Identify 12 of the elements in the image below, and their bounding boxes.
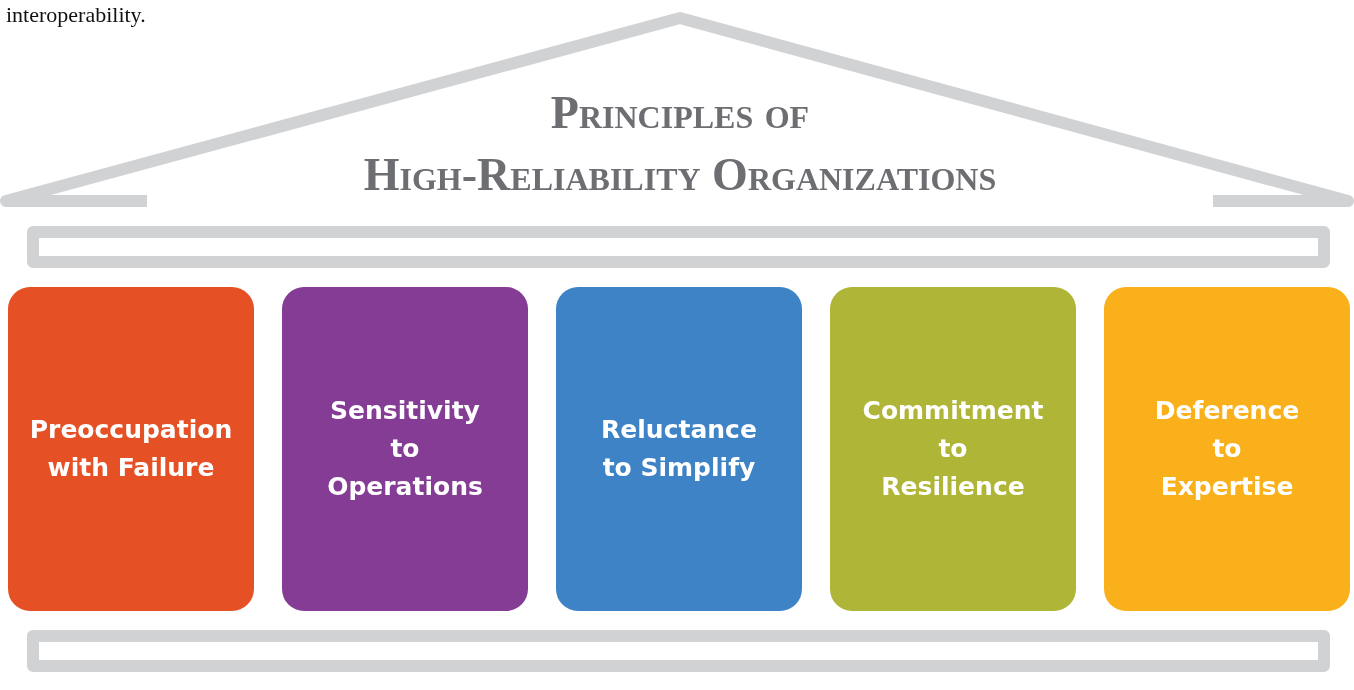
pillar-box bbox=[1104, 287, 1350, 611]
pillar-label: Preoccupation with Failure bbox=[29, 414, 233, 484]
pillar-label: Deference to Expertise bbox=[1154, 395, 1300, 503]
pillar-label: Reluctance to Simplify bbox=[601, 414, 757, 484]
pillar-box bbox=[282, 287, 528, 611]
text-fragment: interoperability. bbox=[6, 2, 146, 28]
pillar-box bbox=[8, 287, 254, 611]
pillar-label: Sensitivity to Operations bbox=[327, 395, 483, 503]
title: Principles of High-Reliability Organizations bbox=[362, 86, 998, 202]
pillar-box bbox=[830, 287, 1076, 611]
pillar-label: Commitment to Resilience bbox=[862, 395, 1044, 503]
pillar-box bbox=[556, 287, 802, 611]
